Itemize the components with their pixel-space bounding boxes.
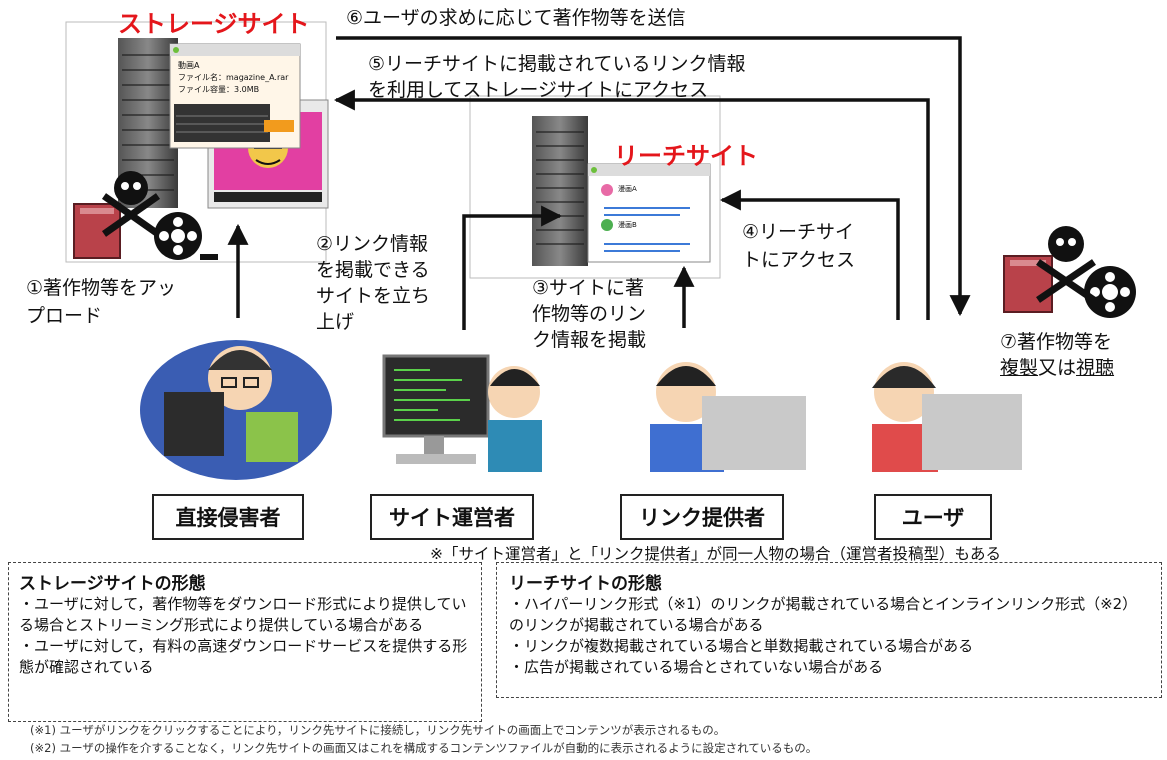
leech-site-form-box: リーチサイトの形態 ・ハイパーリンク形式（※1）のリンクが掲載されている場合とイ… bbox=[496, 562, 1162, 698]
leech-box-item: ・ハイパーリンク形式（※1）のリンクが掲載されている場合とインラインリンク形式（… bbox=[509, 595, 1138, 634]
same-person-note: ※「サイト運営者」と「リンク提供者」が同一人物の場合（運営者投稿型）もある bbox=[430, 545, 1001, 563]
storage-site-form-box: ストレージサイトの形態 ・ユーザに対して，著作物等をダウンロード形式により提供し… bbox=[8, 562, 482, 722]
storage-box-item: ・ユーザに対して，有料の高速ダウンロードサービスを提供する形態が確認されている bbox=[19, 637, 468, 676]
step-7-duplicate: 複製 bbox=[1000, 357, 1039, 379]
storage-box-item: ・ユーザに対して，著作物等をダウンロード形式により提供している場合とストリーミン… bbox=[19, 595, 467, 634]
step-3-label-line1: ③サイトに著 bbox=[532, 277, 645, 299]
step-7-view: 視聴 bbox=[1076, 357, 1115, 379]
step-2-label-line2: を掲載できる bbox=[316, 259, 430, 281]
step-1-label-line2: プロード bbox=[26, 305, 103, 327]
step-7-label-line2: 複製又は視聴 bbox=[1000, 356, 1114, 381]
role-link-provider: リンク提供者 bbox=[620, 494, 784, 540]
footnote-2: (※2) ユーザの操作を介することなく，リンク先サイトの画面又はこれを構成するコ… bbox=[30, 741, 818, 755]
storage-file-size: ファイル容量：3.0MB bbox=[178, 85, 260, 94]
role-site-operator: サイト運営者 bbox=[370, 494, 534, 540]
flow-arrows bbox=[227, 36, 971, 330]
step-4-label-line2: トにアクセス bbox=[742, 249, 856, 271]
leech-box-item: ・リンクが複数掲載されている場合と単数掲載されている場合がある bbox=[509, 637, 974, 655]
site-operator-illustration bbox=[382, 354, 542, 472]
leech-entry: 漫画B bbox=[618, 221, 637, 229]
user-skull-icon bbox=[1036, 226, 1096, 303]
step-6-label: ⑥ユーザの求めに応じて著作物等を送信 bbox=[346, 7, 686, 29]
leech-entry: 漫画A bbox=[618, 185, 637, 193]
step-7-label-line1: ⑦著作物等を bbox=[1000, 331, 1113, 353]
step-5-label-line2: を利用してストレージサイトにアクセス bbox=[368, 79, 709, 101]
step-2-label-line3: サイトを立ち bbox=[316, 285, 431, 307]
user-film-reel-icon bbox=[1084, 266, 1136, 318]
storage-window-title: 動画A bbox=[178, 61, 200, 70]
leech-box-title: リーチサイトの形態 bbox=[509, 574, 662, 594]
leech-box-item: ・広告が掲載されている場合とされていない場合がある bbox=[509, 658, 884, 676]
role-user: ユーザ bbox=[874, 494, 992, 540]
download-window bbox=[169, 43, 301, 149]
step-1-label-line1: ①著作物等をアッ bbox=[26, 277, 177, 299]
step-7-or: 又は bbox=[1038, 357, 1077, 379]
storage-box-title: ストレージサイトの形態 bbox=[19, 574, 206, 594]
storage-site-title: ストレージサイト bbox=[118, 10, 310, 38]
footnote-1: (※1) ユーザがリンクをクリックすることにより，リンク先サイトに接続し，リンク… bbox=[30, 723, 726, 737]
step-2-label-line4: 上げ bbox=[316, 311, 355, 333]
arrow-6-send-content bbox=[336, 36, 971, 317]
arrow-5-access-storage bbox=[333, 89, 930, 320]
user-illustration bbox=[872, 362, 1022, 472]
storage-file-name: ファイル名：magazine_A.rar bbox=[178, 73, 289, 82]
step-3-label-line3: ク情報を掲載 bbox=[532, 329, 647, 351]
arrow-2-create-site bbox=[462, 205, 563, 330]
step-2-label-line1: ②リンク情報 bbox=[316, 233, 429, 255]
leech-site-title: リーチサイト bbox=[614, 142, 758, 170]
step-3-label-line2: 作物等のリン bbox=[532, 303, 647, 325]
storage-skull-icon bbox=[101, 171, 161, 237]
role-direct-infringer: 直接侵害者 bbox=[152, 494, 304, 540]
storage-book-icon bbox=[73, 203, 121, 259]
direct-infringer-illustration bbox=[140, 340, 332, 480]
step-4-label-line1: ④リーチサイ bbox=[742, 221, 855, 243]
arrow-4-access-leech bbox=[719, 189, 900, 320]
leech-browser-window bbox=[587, 163, 711, 263]
step-5-label-line1: ⑤リーチサイトに掲載されているリンク情報 bbox=[368, 53, 746, 75]
leech-server-illustration bbox=[532, 116, 588, 266]
link-provider-illustration bbox=[650, 362, 806, 472]
storage-film-reel-icon bbox=[154, 212, 218, 260]
